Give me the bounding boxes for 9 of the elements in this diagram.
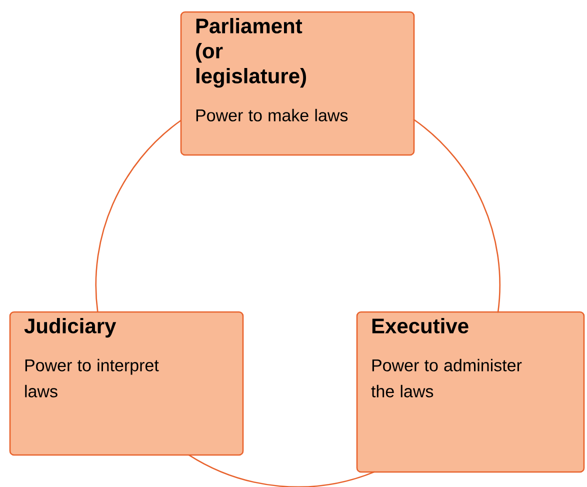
box-text: Power to make laws	[196, 108, 348, 122]
box	[356, 311, 585, 473]
box-heading: Executive	[372, 318, 468, 334]
box	[9, 311, 244, 456]
box	[180, 11, 415, 156]
box-text: Power to administer the laws	[371, 358, 522, 398]
box-heading: Judiciary	[24, 318, 116, 338]
box-text: Power to interpret laws	[25, 358, 159, 398]
box-heading: Parliament (or legislature)	[196, 18, 306, 88]
